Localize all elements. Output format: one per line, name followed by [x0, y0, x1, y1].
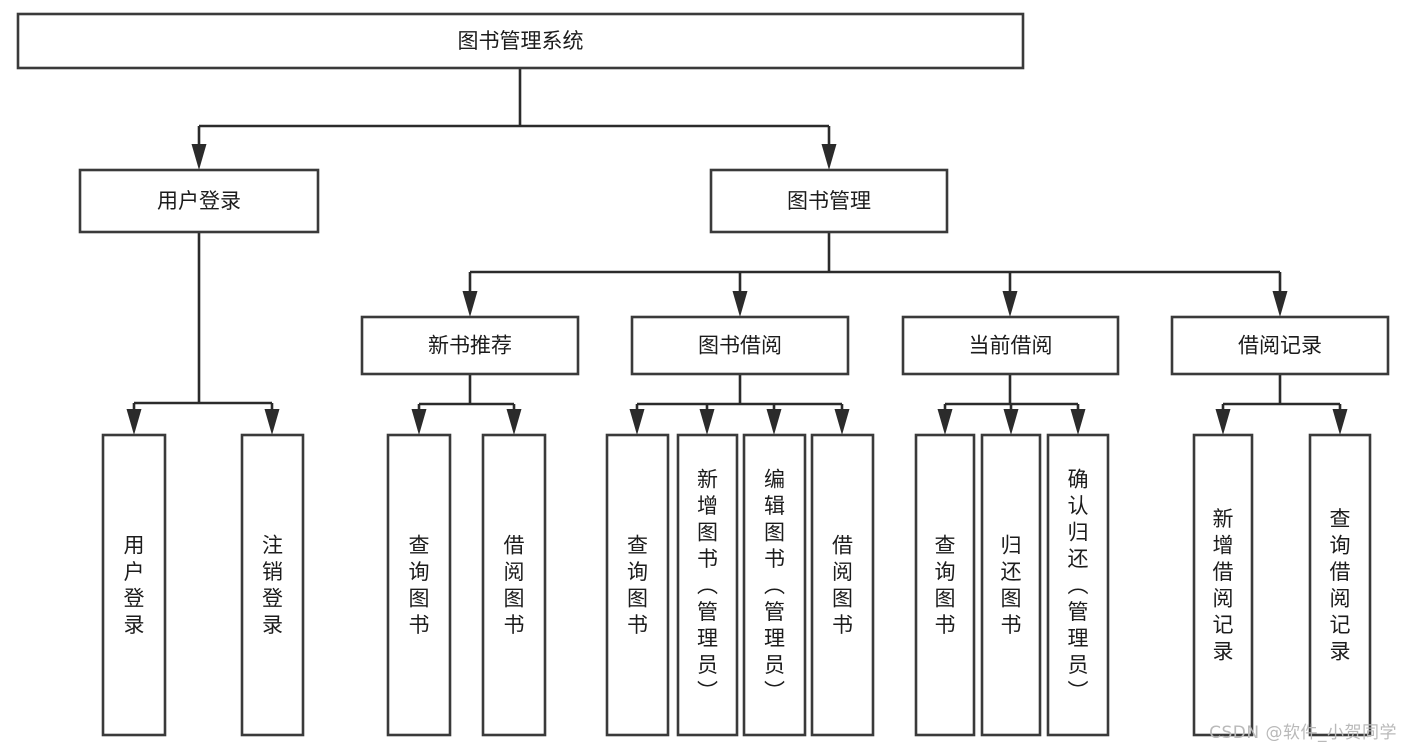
- node-user-login[interactable]: 用户登录: [78, 168, 320, 234]
- node-box-confirm-return[interactable]: [1046, 433, 1110, 737]
- node-box-new-book-rec[interactable]: [360, 315, 580, 376]
- node-borrow-record[interactable]: 借阅记录: [1170, 315, 1390, 376]
- connector-bus-user-login: [126, 232, 280, 435]
- node-label-add-book: 新增图书︵管理员︶: [697, 467, 718, 703]
- node-label-borrow-record: 借阅记录: [1238, 334, 1322, 358]
- node-login[interactable]: 用户登录: [101, 433, 167, 737]
- node-q-book-3[interactable]: 查询图书: [914, 433, 976, 737]
- node-label-new-book-rec: 新书推荐: [428, 334, 512, 358]
- node-box-add-book[interactable]: [676, 433, 739, 737]
- node-label-root: 图书管理系统: [458, 29, 584, 53]
- node-add-book[interactable]: 新增图书︵管理员︶: [676, 433, 739, 737]
- node-book-borrow[interactable]: 图书借阅: [630, 315, 850, 376]
- node-book-manage[interactable]: 图书管理: [709, 168, 949, 234]
- connector-bus-new-book-rec: [411, 374, 522, 435]
- node-label-add-record: 新增借阅记录: [1213, 507, 1234, 664]
- node-q-book-1[interactable]: 查询图书: [386, 433, 452, 737]
- node-box-b-book-1[interactable]: [481, 433, 547, 737]
- node-label-query-record: 查询借阅记录: [1330, 507, 1351, 664]
- node-label-book-manage: 图书管理: [787, 189, 871, 213]
- node-edit-book[interactable]: 编辑图书︵管理员︶: [742, 433, 807, 737]
- node-box-q-book-1[interactable]: [386, 433, 452, 737]
- node-add-record[interactable]: 新增借阅记录: [1192, 433, 1254, 737]
- node-label-b-book-1: 借阅图书: [504, 534, 525, 638]
- node-box-login[interactable]: [101, 433, 167, 737]
- node-box-q-book-2[interactable]: [605, 433, 670, 737]
- node-box-user-login[interactable]: [78, 168, 320, 234]
- node-label-user-login: 用户登录: [157, 189, 241, 213]
- node-label-b-book-2: 借阅图书: [832, 534, 853, 638]
- node-box-edit-book[interactable]: [742, 433, 807, 737]
- node-box-add-record[interactable]: [1192, 433, 1254, 737]
- node-return-book[interactable]: 归还图书: [980, 433, 1042, 737]
- node-logout[interactable]: 注销登录: [240, 433, 305, 737]
- connector-bus-current-borrow: [937, 374, 1086, 435]
- node-root[interactable]: 图书管理系统: [16, 12, 1025, 70]
- node-box-q-book-3[interactable]: [914, 433, 976, 737]
- node-b-book-2[interactable]: 借阅图书: [810, 433, 875, 737]
- node-b-book-1[interactable]: 借阅图书: [481, 433, 547, 737]
- node-box-root[interactable]: [16, 12, 1025, 70]
- edges-layer: [126, 68, 1348, 435]
- node-box-book-manage[interactable]: [709, 168, 949, 234]
- node-query-record[interactable]: 查询借阅记录: [1308, 433, 1372, 737]
- node-box-query-record[interactable]: [1308, 433, 1372, 737]
- node-label-login: 用户登录: [124, 534, 145, 638]
- connector-bus-root: [191, 68, 837, 170]
- node-label-current-borrow: 当前借阅: [969, 334, 1053, 358]
- node-box-book-borrow[interactable]: [630, 315, 850, 376]
- node-box-current-borrow[interactable]: [901, 315, 1120, 376]
- node-label-q-book-1: 查询图书: [409, 534, 430, 638]
- node-label-q-book-3: 查询图书: [935, 534, 956, 638]
- node-q-book-2[interactable]: 查询图书: [605, 433, 670, 737]
- connector-bus-book-manage: [462, 232, 1288, 317]
- node-label-book-borrow: 图书借阅: [698, 334, 782, 358]
- node-new-book-rec[interactable]: 新书推荐: [360, 315, 580, 376]
- node-box-b-book-2[interactable]: [810, 433, 875, 737]
- node-box-borrow-record[interactable]: [1170, 315, 1390, 376]
- node-label-q-book-2: 查询图书: [627, 534, 648, 638]
- node-box-return-book[interactable]: [980, 433, 1042, 737]
- node-box-logout[interactable]: [240, 433, 305, 737]
- node-current-borrow[interactable]: 当前借阅: [901, 315, 1120, 376]
- node-confirm-return[interactable]: 确认归还︵管理员︶: [1046, 433, 1110, 737]
- node-label-edit-book: 编辑图书︵管理员︶: [764, 467, 785, 703]
- node-label-logout: 注销登录: [262, 534, 283, 638]
- connector-bus-borrow-record: [1215, 374, 1348, 435]
- node-label-confirm-return: 确认归还︵管理员︶: [1068, 467, 1089, 703]
- connector-bus-book-borrow: [629, 374, 850, 435]
- node-label-return-book: 归还图书: [1001, 534, 1022, 638]
- nodes-layer: 图书管理系统用户登录图书管理新书推荐图书借阅当前借阅借阅记录用户登录注销登录查询…: [16, 12, 1390, 737]
